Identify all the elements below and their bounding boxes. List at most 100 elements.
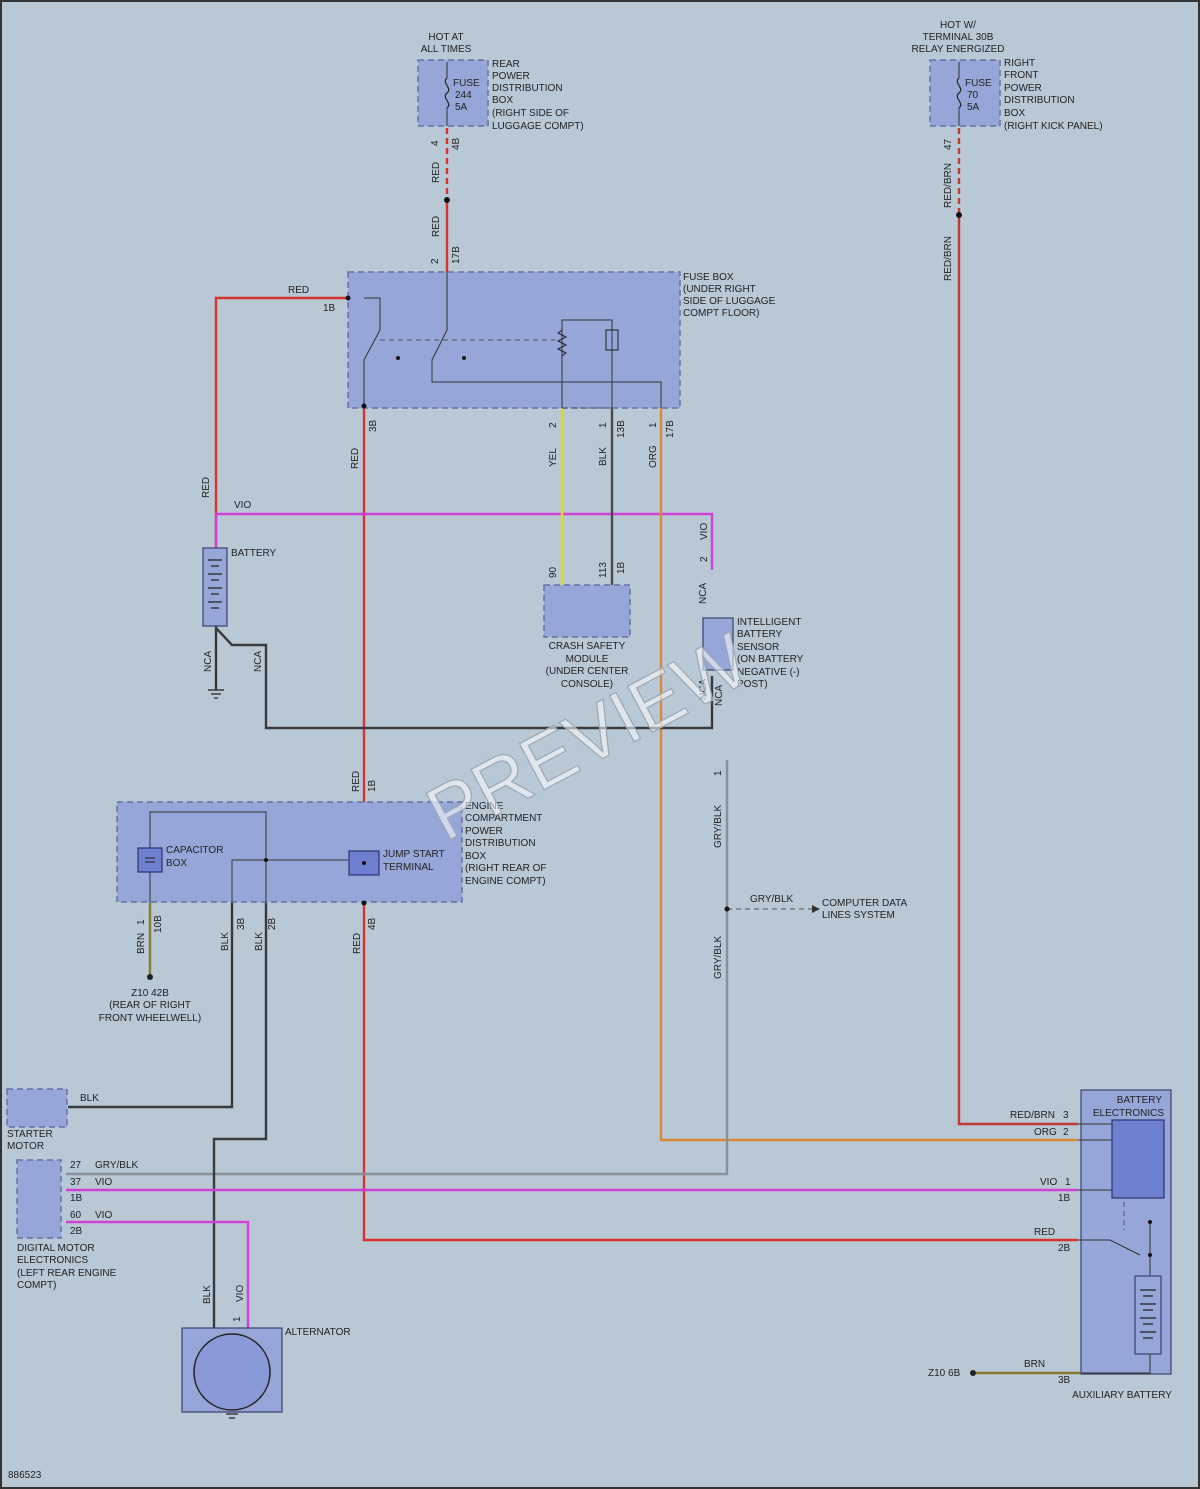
aux-battery: BATTERY ELECTRONICS AUXILIARY BATTERY bbox=[1072, 1089, 1172, 1401]
lbl-red-4b: RED bbox=[352, 933, 363, 954]
lbl-nca-b: NCA bbox=[253, 651, 264, 672]
diagram-id: 886523 bbox=[8, 1470, 42, 1481]
rear-pdb-l2: DISTRIBUTION bbox=[492, 83, 563, 94]
splice-dot bbox=[444, 197, 450, 203]
z10-42b-l0: Z10 42B bbox=[131, 988, 169, 999]
ibs-l0: INTELLIGENT bbox=[737, 617, 801, 628]
rear-pdb-l4: (RIGHT SIDE OF bbox=[492, 108, 569, 119]
rear-pdb-l0: REAR bbox=[492, 59, 520, 70]
ibs-l3: (ON BATTERY bbox=[737, 654, 804, 665]
lbl-vio-ibs: VIO bbox=[699, 523, 710, 540]
crash-l2: (UNDER CENTER bbox=[546, 666, 629, 677]
lbl-nca-d: NCA bbox=[698, 679, 709, 700]
wire-nca-ibs bbox=[215, 627, 714, 730]
lbl-red-3b: RED bbox=[350, 448, 361, 469]
wire-vio-alternator bbox=[66, 1220, 250, 1328]
dme-l1: ELECTRONICS bbox=[17, 1255, 88, 1266]
fuse-box-l1: (UNDER RIGHT bbox=[683, 284, 756, 295]
alternator: ALTERNATOR bbox=[181, 1327, 351, 1419]
lbl-nca-a: NCA bbox=[203, 651, 214, 672]
battery-label: BATTERY bbox=[231, 548, 277, 559]
wire-redbrn-aux bbox=[957, 215, 1078, 1126]
aux-label: AUXILIARY BATTERY bbox=[1072, 1390, 1172, 1401]
wire-labels: RED RED RED RED RED RED RED RED VIO VIO … bbox=[80, 162, 1057, 1370]
lbl-blk-starter: BLK bbox=[80, 1093, 99, 1104]
lbl-brn-cap: BRN bbox=[136, 933, 147, 954]
lbl-vio-37: VIO bbox=[95, 1177, 112, 1188]
pin-2-fb: 2 bbox=[430, 258, 441, 264]
lbl-vio-alt: VIO bbox=[235, 1285, 246, 1302]
front-pdb-l5: (RIGHT KICK PANEL) bbox=[1004, 121, 1103, 132]
pin-113: 113 bbox=[598, 562, 609, 578]
dme-l3: COMPT) bbox=[17, 1280, 56, 1291]
starter-l1: MOTOR bbox=[7, 1141, 44, 1152]
ibs-l2: SENSOR bbox=[737, 642, 779, 653]
wire-vio-ibs bbox=[214, 512, 714, 570]
lbl-red-batt: RED bbox=[201, 477, 212, 498]
pin-10b: 10B bbox=[153, 915, 164, 933]
lbl-red-b: RED bbox=[431, 216, 442, 237]
splice-dot bbox=[956, 212, 962, 218]
pin-4b: 4B bbox=[451, 137, 462, 150]
pin-27: 27 bbox=[70, 1160, 82, 1171]
pin-1b-aux: 1B bbox=[1058, 1193, 1071, 1204]
lbl-red-aux: RED bbox=[1034, 1227, 1055, 1238]
lbl-nca-e: NCA bbox=[714, 685, 725, 706]
cap-l1: BOX bbox=[166, 858, 187, 869]
pin-17b-org: 17B bbox=[665, 420, 676, 438]
lbl-nca-c: NCA bbox=[698, 583, 709, 604]
front-pdb-l3: DISTRIBUTION bbox=[1004, 95, 1075, 106]
pin-3b-fb: 3B bbox=[368, 419, 379, 432]
z10-6b-label: Z10 6B bbox=[928, 1368, 961, 1379]
hot-30b-l2: RELAY ENERGIZED bbox=[912, 44, 1005, 55]
hot-all-times-l1: ALL TIMES bbox=[421, 44, 472, 55]
epdb-l0: ENGINE bbox=[465, 801, 504, 812]
pin-1-org: 1 bbox=[648, 422, 659, 428]
rear-pdb-l3: BOX bbox=[492, 95, 513, 106]
epdb-l4: BOX bbox=[465, 851, 486, 862]
hot-30b-l1: TERMINAL 30B bbox=[923, 32, 994, 43]
lbl-vio-60: VIO bbox=[95, 1210, 112, 1221]
pin-17b-fb: 17B bbox=[451, 246, 462, 264]
pin-1-blk: 1 bbox=[598, 422, 609, 428]
engine-pdb: CAPACITOR BOX JUMP START TERMINAL ENGINE… bbox=[116, 801, 546, 903]
epdb-l6: ENGINE COMPT) bbox=[465, 876, 546, 887]
pin-3-aux: 3 bbox=[1063, 1110, 1069, 1121]
pin-2-yel: 2 bbox=[548, 422, 559, 428]
hot-all-times-l0: HOT AT bbox=[428, 32, 463, 43]
lbl-redbrn-aux: RED/BRN bbox=[1010, 1110, 1055, 1121]
pin-1-ibs: 1 bbox=[713, 770, 724, 776]
battery-ground-icon bbox=[208, 689, 224, 699]
cap-l0: CAPACITOR bbox=[166, 845, 223, 856]
pin-1b-epdb: 1B bbox=[367, 779, 378, 792]
lbl-grybk-dme: GRY/BLK bbox=[95, 1160, 138, 1171]
lbl-blk-3b: BLK bbox=[220, 932, 231, 951]
epdb-l2: POWER bbox=[465, 826, 503, 837]
lbl-vio-aux: VIO bbox=[1040, 1177, 1057, 1188]
dme: DIGITAL MOTOR ELECTRONICS (LEFT REAR ENG… bbox=[16, 1159, 117, 1291]
z10-42b-l1: (REAR OF RIGHT bbox=[109, 1000, 191, 1011]
pin-47: 47 bbox=[943, 138, 954, 150]
rear-pdb-l5: LUGGAGE COMPT) bbox=[492, 121, 584, 132]
lbl-grybk-c: GRY/BLK bbox=[750, 894, 793, 905]
rear-pdb: FUSE 244 5A REAR POWER DISTRIBUTION BOX … bbox=[417, 59, 584, 132]
rear-fuse-l0: FUSE bbox=[453, 78, 480, 89]
pin-1b-dme: 1B bbox=[70, 1193, 83, 1204]
dme-l0: DIGITAL MOTOR bbox=[17, 1243, 95, 1254]
pin-3b-epdb: 3B bbox=[236, 917, 247, 930]
pin-1-aux: 1 bbox=[1065, 1177, 1071, 1188]
computer-data-l0: COMPUTER DATA bbox=[822, 898, 908, 909]
pin-1b-crash: 1B bbox=[616, 561, 627, 574]
jump-l0: JUMP START bbox=[383, 849, 445, 860]
crash-l1: MODULE bbox=[566, 654, 609, 665]
arrow-right-icon bbox=[812, 905, 820, 913]
wires bbox=[66, 128, 1082, 1375]
fuse-box-l2: SIDE OF LUGGAGE bbox=[683, 296, 776, 307]
fuse-box-l3: COMPT FLOOR) bbox=[683, 308, 759, 319]
be-l0: BATTERY bbox=[1117, 1095, 1163, 1106]
front-pdb-l4: BOX bbox=[1004, 108, 1025, 119]
lbl-blk-crash: BLK bbox=[598, 447, 609, 466]
fuse-box: FUSE BOX (UNDER RIGHT SIDE OF LUGGAGE CO… bbox=[347, 271, 776, 409]
